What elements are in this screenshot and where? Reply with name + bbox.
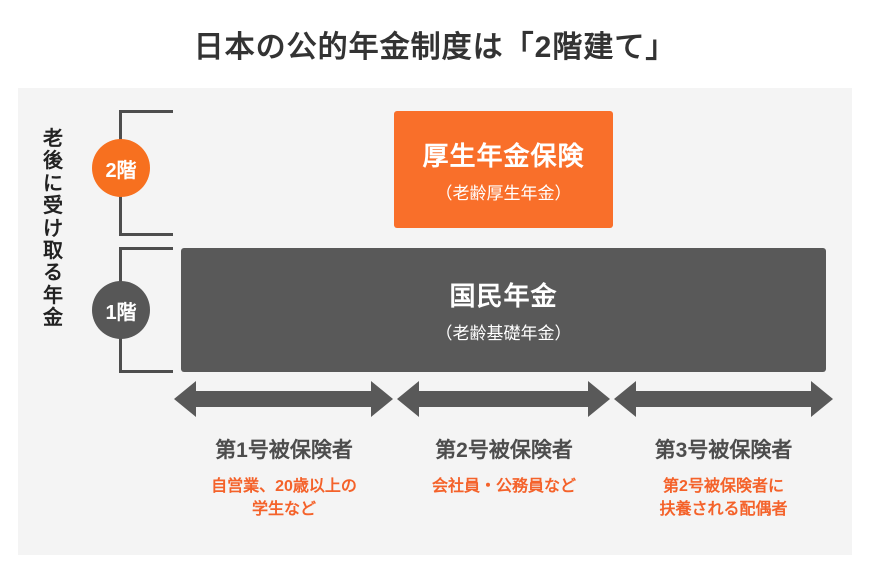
category-3-title: 第3号被保険者: [654, 439, 793, 462]
tier1-box-national-pension: 国民年金 （老齢基礎年金）: [181, 248, 826, 372]
category-1-title: 第1号被保険者: [215, 439, 353, 462]
vertical-axis-char: 取: [43, 239, 63, 262]
page-title: 日本の公的年金制度は「2階建て」: [193, 31, 677, 64]
tier2-box-employees-pension: 厚生年金保険 （老齢厚生年金）: [394, 111, 613, 228]
vertical-axis-char: け: [43, 217, 63, 240]
vertical-axis-char: 年: [43, 284, 63, 307]
tier1-box-title: 国民年金: [449, 281, 558, 311]
category-1-subtitle-line: 自営業、20歳以上の: [211, 478, 357, 495]
vertical-axis-char: る: [43, 262, 63, 285]
category-arrows-row: [174, 379, 833, 419]
vertical-axis-char: 後: [43, 150, 63, 173]
category-3-subtitle: 第2号被保険者に 扶養される配偶者: [614, 475, 833, 521]
tier1-bracket-top-horizontal: [119, 247, 173, 250]
tier2-box-title: 厚生年金保険: [422, 140, 585, 171]
vertical-axis-label: 老 後 に 受 け 取 る 年 金: [38, 128, 68, 330]
category-1-subtitle-line: 学生など: [251, 501, 316, 519]
category-3-subtitle-line: 第2号被保険者に: [663, 478, 784, 495]
vertical-axis-char: 金: [43, 307, 63, 330]
category-2-subtitle-line: 会社員・公務員など: [431, 478, 576, 495]
category-3-subtitle-line: 扶養される配偶者: [659, 501, 788, 519]
vertical-axis-char: に: [43, 172, 63, 195]
tier2-bracket-top-horizontal: [119, 110, 173, 113]
category-1-subtitle: 自営業、20歳以上の 学生など: [174, 475, 394, 521]
category-block-3: 第3号被保険者 第2号被保険者に 扶養される配偶者: [614, 434, 833, 521]
category-2-title: 第2号被保険者: [435, 439, 573, 462]
vertical-axis-char: 受: [43, 195, 63, 218]
tier-circle-2kai: 2階: [92, 139, 150, 197]
tier2-box-subtitle: （老齢厚生年金）: [435, 183, 572, 203]
arrow-category-2: [397, 379, 610, 419]
category-block-1: 第1号被保険者 自営業、20歳以上の 学生など: [174, 434, 394, 521]
category-block-2: 第2号被保険者 会社員・公務員など: [397, 434, 611, 498]
category-2-subtitle: 会社員・公務員など: [397, 475, 611, 498]
vertical-axis-char: 老: [43, 128, 63, 150]
tier-circle-1kai: 1階: [92, 281, 150, 339]
arrow-category-3: [614, 379, 833, 419]
tier2-bracket-bottom-horizontal: [119, 233, 173, 236]
tier1-bracket-bottom-horizontal: [119, 370, 173, 373]
tier1-box-subtitle: （老齢基礎年金）: [435, 324, 572, 343]
arrow-category-1: [174, 379, 393, 419]
